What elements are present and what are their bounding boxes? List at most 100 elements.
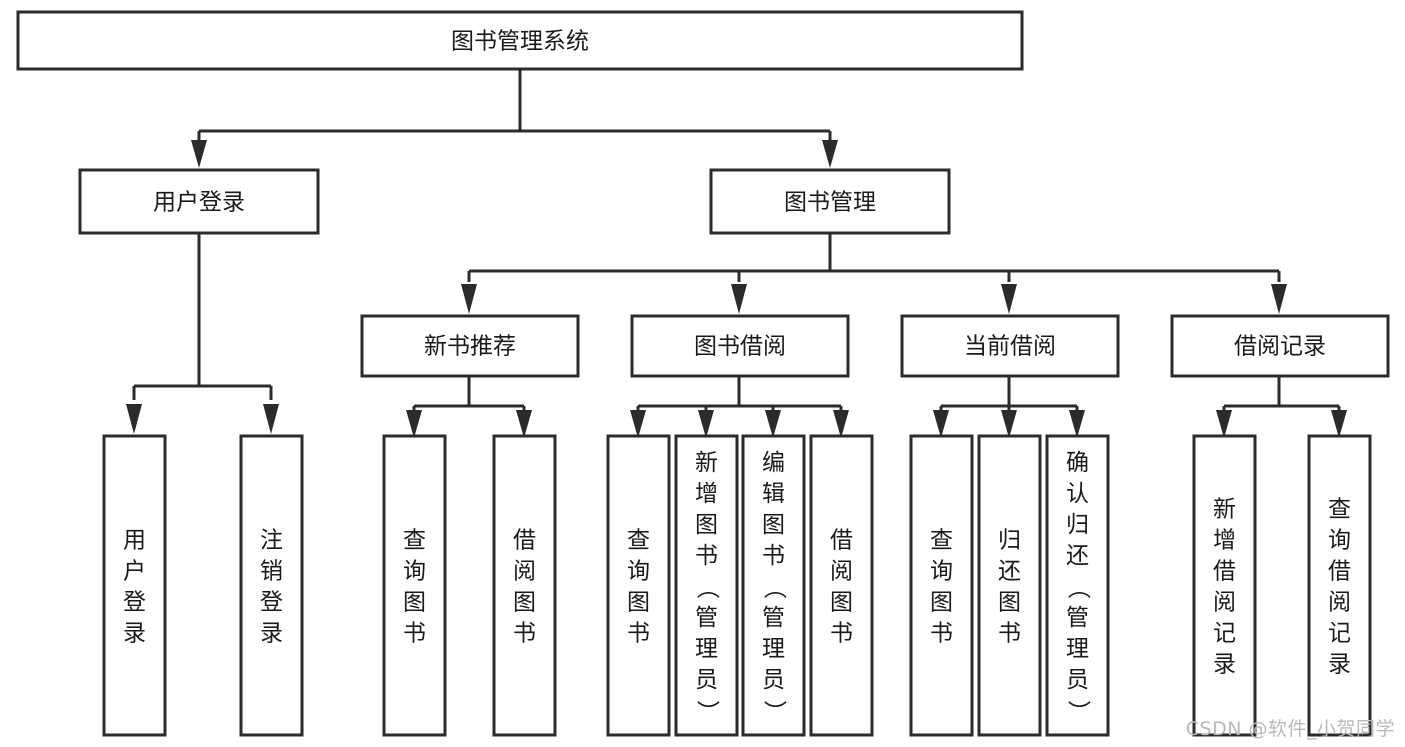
svg-text:登: 登 bbox=[260, 590, 283, 616]
node-leaf-add-book[interactable] bbox=[674, 434, 739, 737]
node-book-borrow-label: 图书借阅 bbox=[694, 334, 786, 360]
svg-text:员: 员 bbox=[1066, 667, 1089, 693]
svg-text:登: 登 bbox=[123, 590, 146, 616]
node-leaf-confirm-return[interactable] bbox=[1045, 434, 1110, 737]
node-leaf-return-book[interactable] bbox=[977, 434, 1042, 737]
svg-text:查: 查 bbox=[403, 528, 426, 554]
svg-text:用: 用 bbox=[123, 528, 146, 554]
arrow-head-book-borrow bbox=[731, 284, 747, 314]
svg-text:图: 图 bbox=[762, 512, 785, 538]
svg-text:书: 书 bbox=[998, 621, 1021, 647]
node-new-book-recommend[interactable]: 新书推荐 bbox=[360, 314, 580, 378]
svg-text:新: 新 bbox=[695, 450, 718, 476]
node-leaf-query-book-3[interactable] bbox=[909, 434, 974, 737]
svg-text:书: 书 bbox=[627, 621, 650, 647]
svg-text:）: ） bbox=[694, 700, 720, 723]
arrow-head-leaf-query-record bbox=[1331, 410, 1347, 438]
node-leaf-borrow-book-2[interactable] bbox=[809, 434, 874, 737]
node-borrow-record[interactable]: 借阅记录 bbox=[1170, 314, 1390, 378]
arrow-head-leaf-query-book-2 bbox=[630, 410, 646, 438]
arrow-head-user-login bbox=[191, 140, 207, 168]
node-leaf-edit-book[interactable] bbox=[741, 434, 806, 737]
svg-text:查: 查 bbox=[627, 528, 650, 554]
node-leaf-user-logout[interactable] bbox=[239, 434, 304, 737]
svg-text:还: 还 bbox=[998, 559, 1021, 585]
svg-text:管: 管 bbox=[695, 605, 718, 631]
node-leaf-borrow-book-1[interactable] bbox=[492, 434, 557, 737]
svg-text:图: 图 bbox=[930, 590, 953, 616]
svg-text:借: 借 bbox=[513, 528, 536, 554]
svg-text:员: 员 bbox=[762, 667, 785, 693]
nodes-layer: 图书管理系统 用户登录 图书管理 新书推荐 图书借阅 当前 bbox=[16, 10, 1390, 737]
arrow-head-leaf-return-book bbox=[1001, 410, 1017, 438]
node-book-borrow[interactable]: 图书借阅 bbox=[630, 314, 850, 378]
arrow-head-leaf-borrow-book-1 bbox=[516, 410, 532, 438]
node-leaf-query-record[interactable] bbox=[1307, 434, 1372, 737]
svg-text:记: 记 bbox=[1328, 621, 1351, 647]
node-leaf-query-book-2[interactable] bbox=[606, 434, 671, 737]
arrow-head-new-book-recommend bbox=[461, 284, 477, 314]
svg-text:借: 借 bbox=[830, 528, 853, 554]
node-book-management-label: 图书管理 bbox=[784, 190, 876, 216]
svg-text:还: 还 bbox=[1066, 543, 1089, 569]
svg-text:新: 新 bbox=[1213, 497, 1236, 523]
svg-text:查: 查 bbox=[1328, 497, 1351, 523]
node-current-borrow-label: 当前借阅 bbox=[964, 334, 1056, 360]
svg-text:）: ） bbox=[761, 700, 787, 723]
node-borrow-record-label: 借阅记录 bbox=[1234, 334, 1326, 360]
svg-text:确: 确 bbox=[1066, 450, 1089, 476]
svg-text:图: 图 bbox=[998, 590, 1021, 616]
svg-text:录: 录 bbox=[123, 621, 146, 647]
svg-text:辑: 辑 bbox=[762, 481, 785, 507]
svg-text:增: 增 bbox=[695, 481, 718, 507]
svg-text:（: （ bbox=[1065, 576, 1091, 599]
node-current-borrow[interactable]: 当前借阅 bbox=[900, 314, 1120, 378]
svg-text:记: 记 bbox=[1213, 621, 1236, 647]
arrow-head-leaf-confirm-return bbox=[1069, 410, 1085, 438]
svg-text:认: 认 bbox=[1066, 481, 1089, 507]
svg-text:录: 录 bbox=[260, 621, 283, 647]
node-leaf-add-record[interactable] bbox=[1192, 434, 1257, 737]
node-root-label: 图书管理系统 bbox=[451, 29, 589, 55]
svg-text:图: 图 bbox=[695, 512, 718, 538]
svg-text:增: 增 bbox=[1213, 528, 1236, 554]
svg-text:管: 管 bbox=[762, 605, 785, 631]
arrow-head-borrow-record bbox=[1271, 284, 1287, 314]
svg-text:（: （ bbox=[694, 576, 720, 599]
svg-text:查: 查 bbox=[930, 528, 953, 554]
svg-text:理: 理 bbox=[695, 636, 718, 662]
node-book-management[interactable]: 图书管理 bbox=[709, 168, 951, 235]
svg-text:询: 询 bbox=[1328, 528, 1351, 554]
svg-text:书: 书 bbox=[695, 543, 718, 569]
svg-text:归: 归 bbox=[998, 528, 1021, 554]
svg-text:销: 销 bbox=[260, 559, 283, 585]
arrow-head-book-management bbox=[822, 140, 838, 168]
svg-text:理: 理 bbox=[762, 636, 785, 662]
svg-text:图: 图 bbox=[627, 590, 650, 616]
edges-layer bbox=[126, 69, 1347, 438]
node-leaf-user-login[interactable] bbox=[102, 434, 167, 737]
svg-text:阅: 阅 bbox=[1213, 590, 1236, 616]
svg-text:书: 书 bbox=[930, 621, 953, 647]
arrow-head-leaf-add-book bbox=[698, 410, 714, 438]
node-user-login[interactable]: 用户登录 bbox=[78, 168, 320, 235]
svg-text:借: 借 bbox=[1213, 559, 1236, 585]
node-root[interactable]: 图书管理系统 bbox=[16, 10, 1024, 71]
arrow-head-leaf-user-login bbox=[126, 404, 142, 434]
vertical-labels-layer: 用户登录注销登录查询图书借阅图书查询图书新增图书（管理员）编辑图书（管理员）借阅… bbox=[123, 450, 1351, 723]
svg-text:借: 借 bbox=[1328, 559, 1351, 585]
svg-text:（: （ bbox=[761, 576, 787, 599]
arrow-head-leaf-query-book-1 bbox=[406, 410, 422, 438]
node-leaf-query-book-1[interactable] bbox=[382, 434, 447, 737]
svg-text:录: 录 bbox=[1213, 652, 1236, 678]
